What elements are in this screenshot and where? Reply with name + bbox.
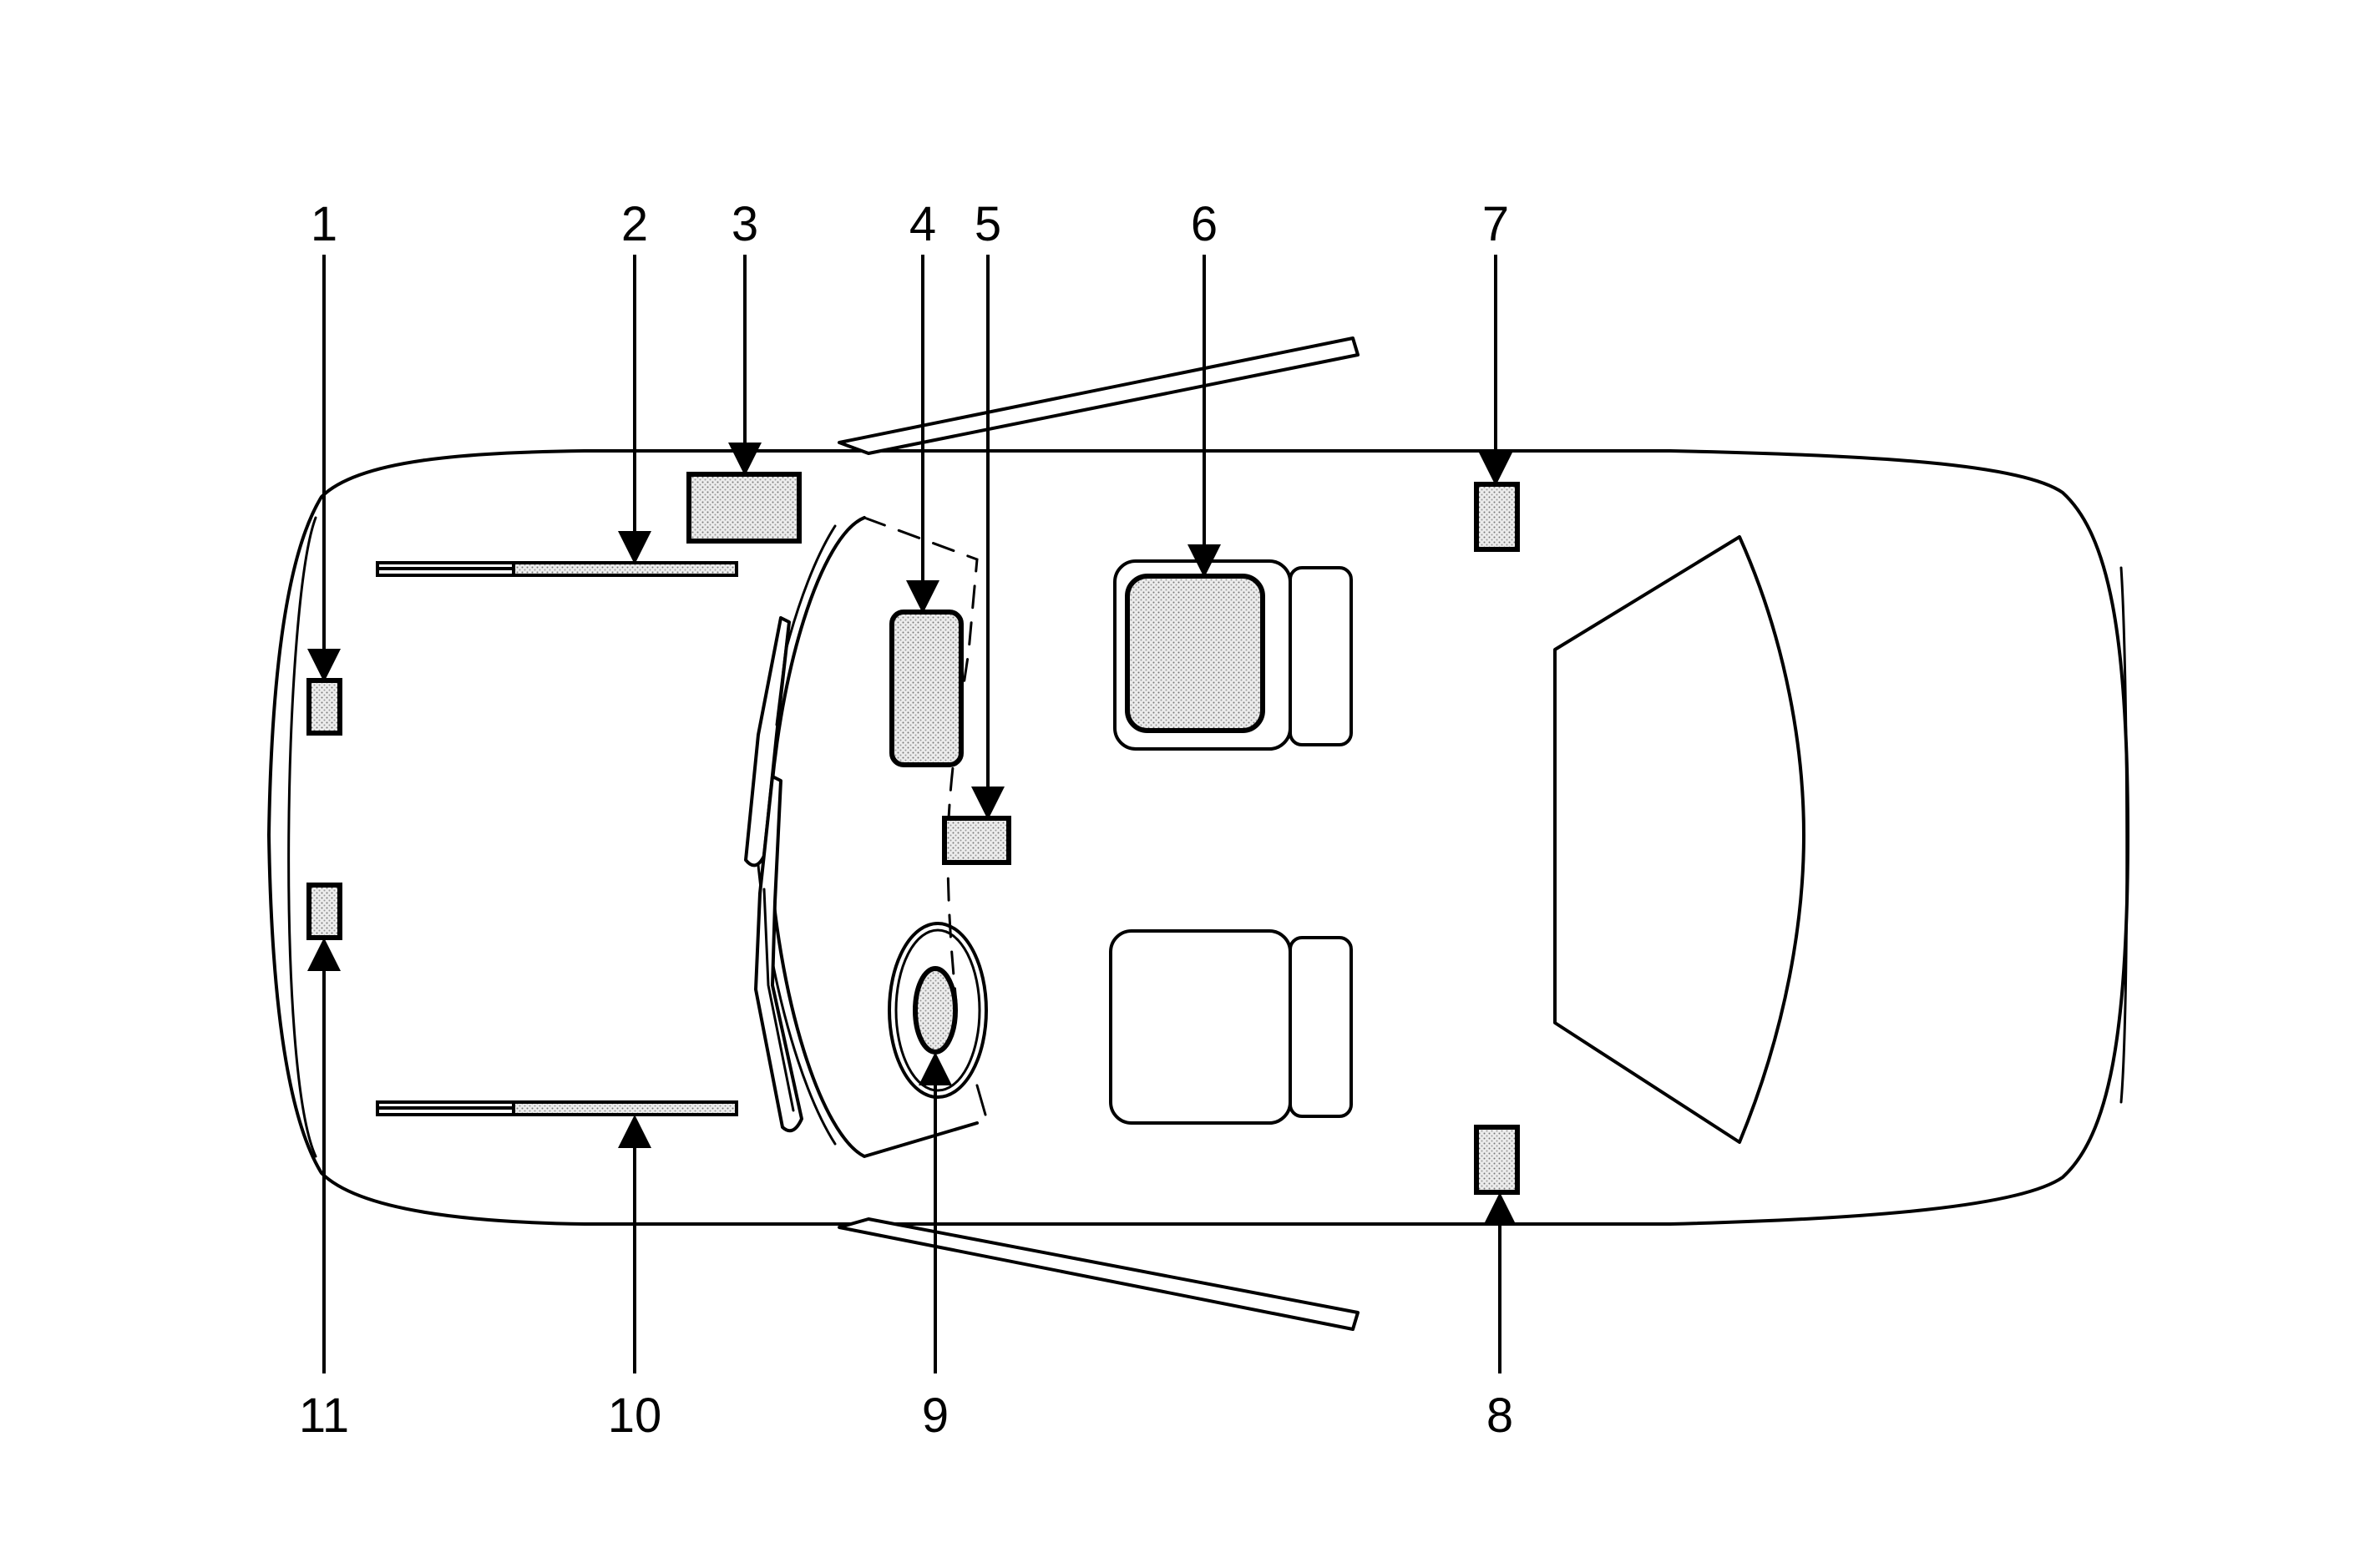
module-6 [1125, 574, 1265, 733]
right-front-seat-back [1289, 936, 1353, 1118]
callout-2: 2 [621, 197, 648, 251]
front-sensor-strip-lower [376, 1100, 738, 1116]
wiper-lower-arm [762, 888, 795, 1112]
module-5 [942, 816, 1011, 865]
right-door-open [838, 1217, 1360, 1331]
wiper-upper-arm [775, 620, 791, 726]
callout-6: 6 [1191, 197, 1218, 251]
instrument-panel-bottom [975, 1084, 987, 1116]
module-3 [686, 472, 802, 544]
module-11 [306, 883, 342, 940]
left-door-open [838, 336, 1360, 455]
rear-window [1553, 535, 1805, 1144]
car-body-outline [267, 449, 2129, 1226]
steering-wheel-outer [888, 922, 988, 1099]
module-1 [306, 678, 342, 736]
callout-7: 7 [1482, 197, 1509, 251]
callout-8: 8 [1486, 1389, 1513, 1443]
callout-4: 4 [909, 197, 936, 251]
callout-5: 5 [975, 197, 1001, 251]
front-sensor-strip-upper [376, 561, 738, 577]
module-9 [913, 966, 958, 1055]
module-8 [1474, 1125, 1520, 1195]
steering-wheel-inner [894, 928, 981, 1092]
module-4 [889, 610, 964, 767]
front-bumper-line [287, 516, 317, 1158]
rear-bumper-line [2119, 566, 2129, 1104]
callout-10: 10 [608, 1389, 662, 1443]
callout-1: 1 [311, 197, 337, 251]
callout-3: 3 [732, 197, 758, 251]
callout-11: 11 [299, 1389, 349, 1443]
callout-9: 9 [922, 1389, 949, 1443]
left-front-seat-back [1289, 566, 1353, 746]
module-7 [1474, 482, 1520, 552]
right-front-seat-cushion [1109, 929, 1292, 1125]
wiper-lower [754, 775, 803, 1133]
